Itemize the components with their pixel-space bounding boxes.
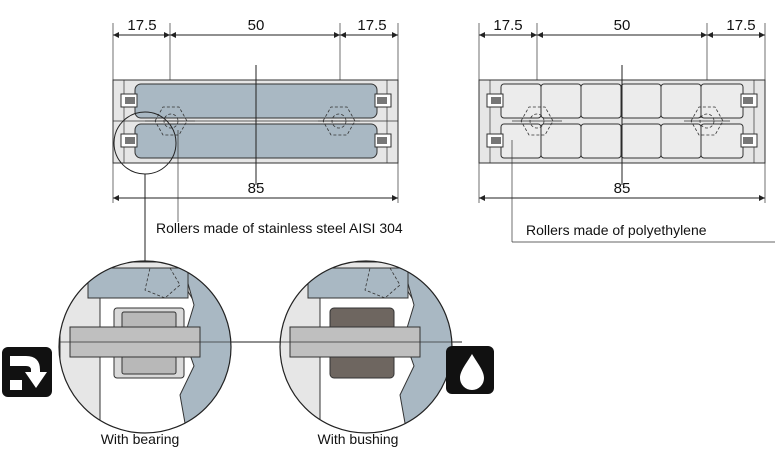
- stainless-roller-drawing: 17.5 50 17.5: [112, 17, 403, 263]
- dim-middle-label: 50: [248, 17, 265, 34]
- dim-right-label: 17.5: [726, 17, 755, 34]
- bearing-caption: With bearing: [101, 431, 180, 447]
- dim-middle-label: 50: [614, 17, 631, 34]
- hex-nut-right: [690, 106, 724, 136]
- bearing-detail: With bearing: [58, 260, 232, 447]
- hex-nut-right: [322, 106, 356, 136]
- dim-total-label: 85: [248, 180, 265, 197]
- oil-drop-icon: [446, 346, 494, 394]
- polyethylene-caption: Rollers made of polyethylene: [526, 222, 707, 238]
- poly-roller-segments: [500, 83, 744, 159]
- polyethylene-roller-drawing: 17.5 50 17.5: [478, 17, 775, 243]
- hex-nut-left: [520, 106, 554, 136]
- dim-left-label: 17.5: [493, 17, 522, 34]
- bushing-detail: With bushing: [279, 260, 453, 447]
- axle-ends-left: [120, 93, 392, 148]
- stainless-caption: Rollers made of stainless steel AISI 304: [156, 220, 403, 236]
- bushing-caption: With bushing: [318, 431, 399, 447]
- axle-ends-right: [486, 93, 758, 148]
- dim-total-label: 85: [614, 180, 631, 197]
- rotation-arrow-icon: [2, 347, 52, 397]
- hex-nut-left: [154, 106, 188, 136]
- dim-left-label: 17.5: [127, 17, 156, 34]
- dim-right-label: 17.5: [357, 17, 386, 34]
